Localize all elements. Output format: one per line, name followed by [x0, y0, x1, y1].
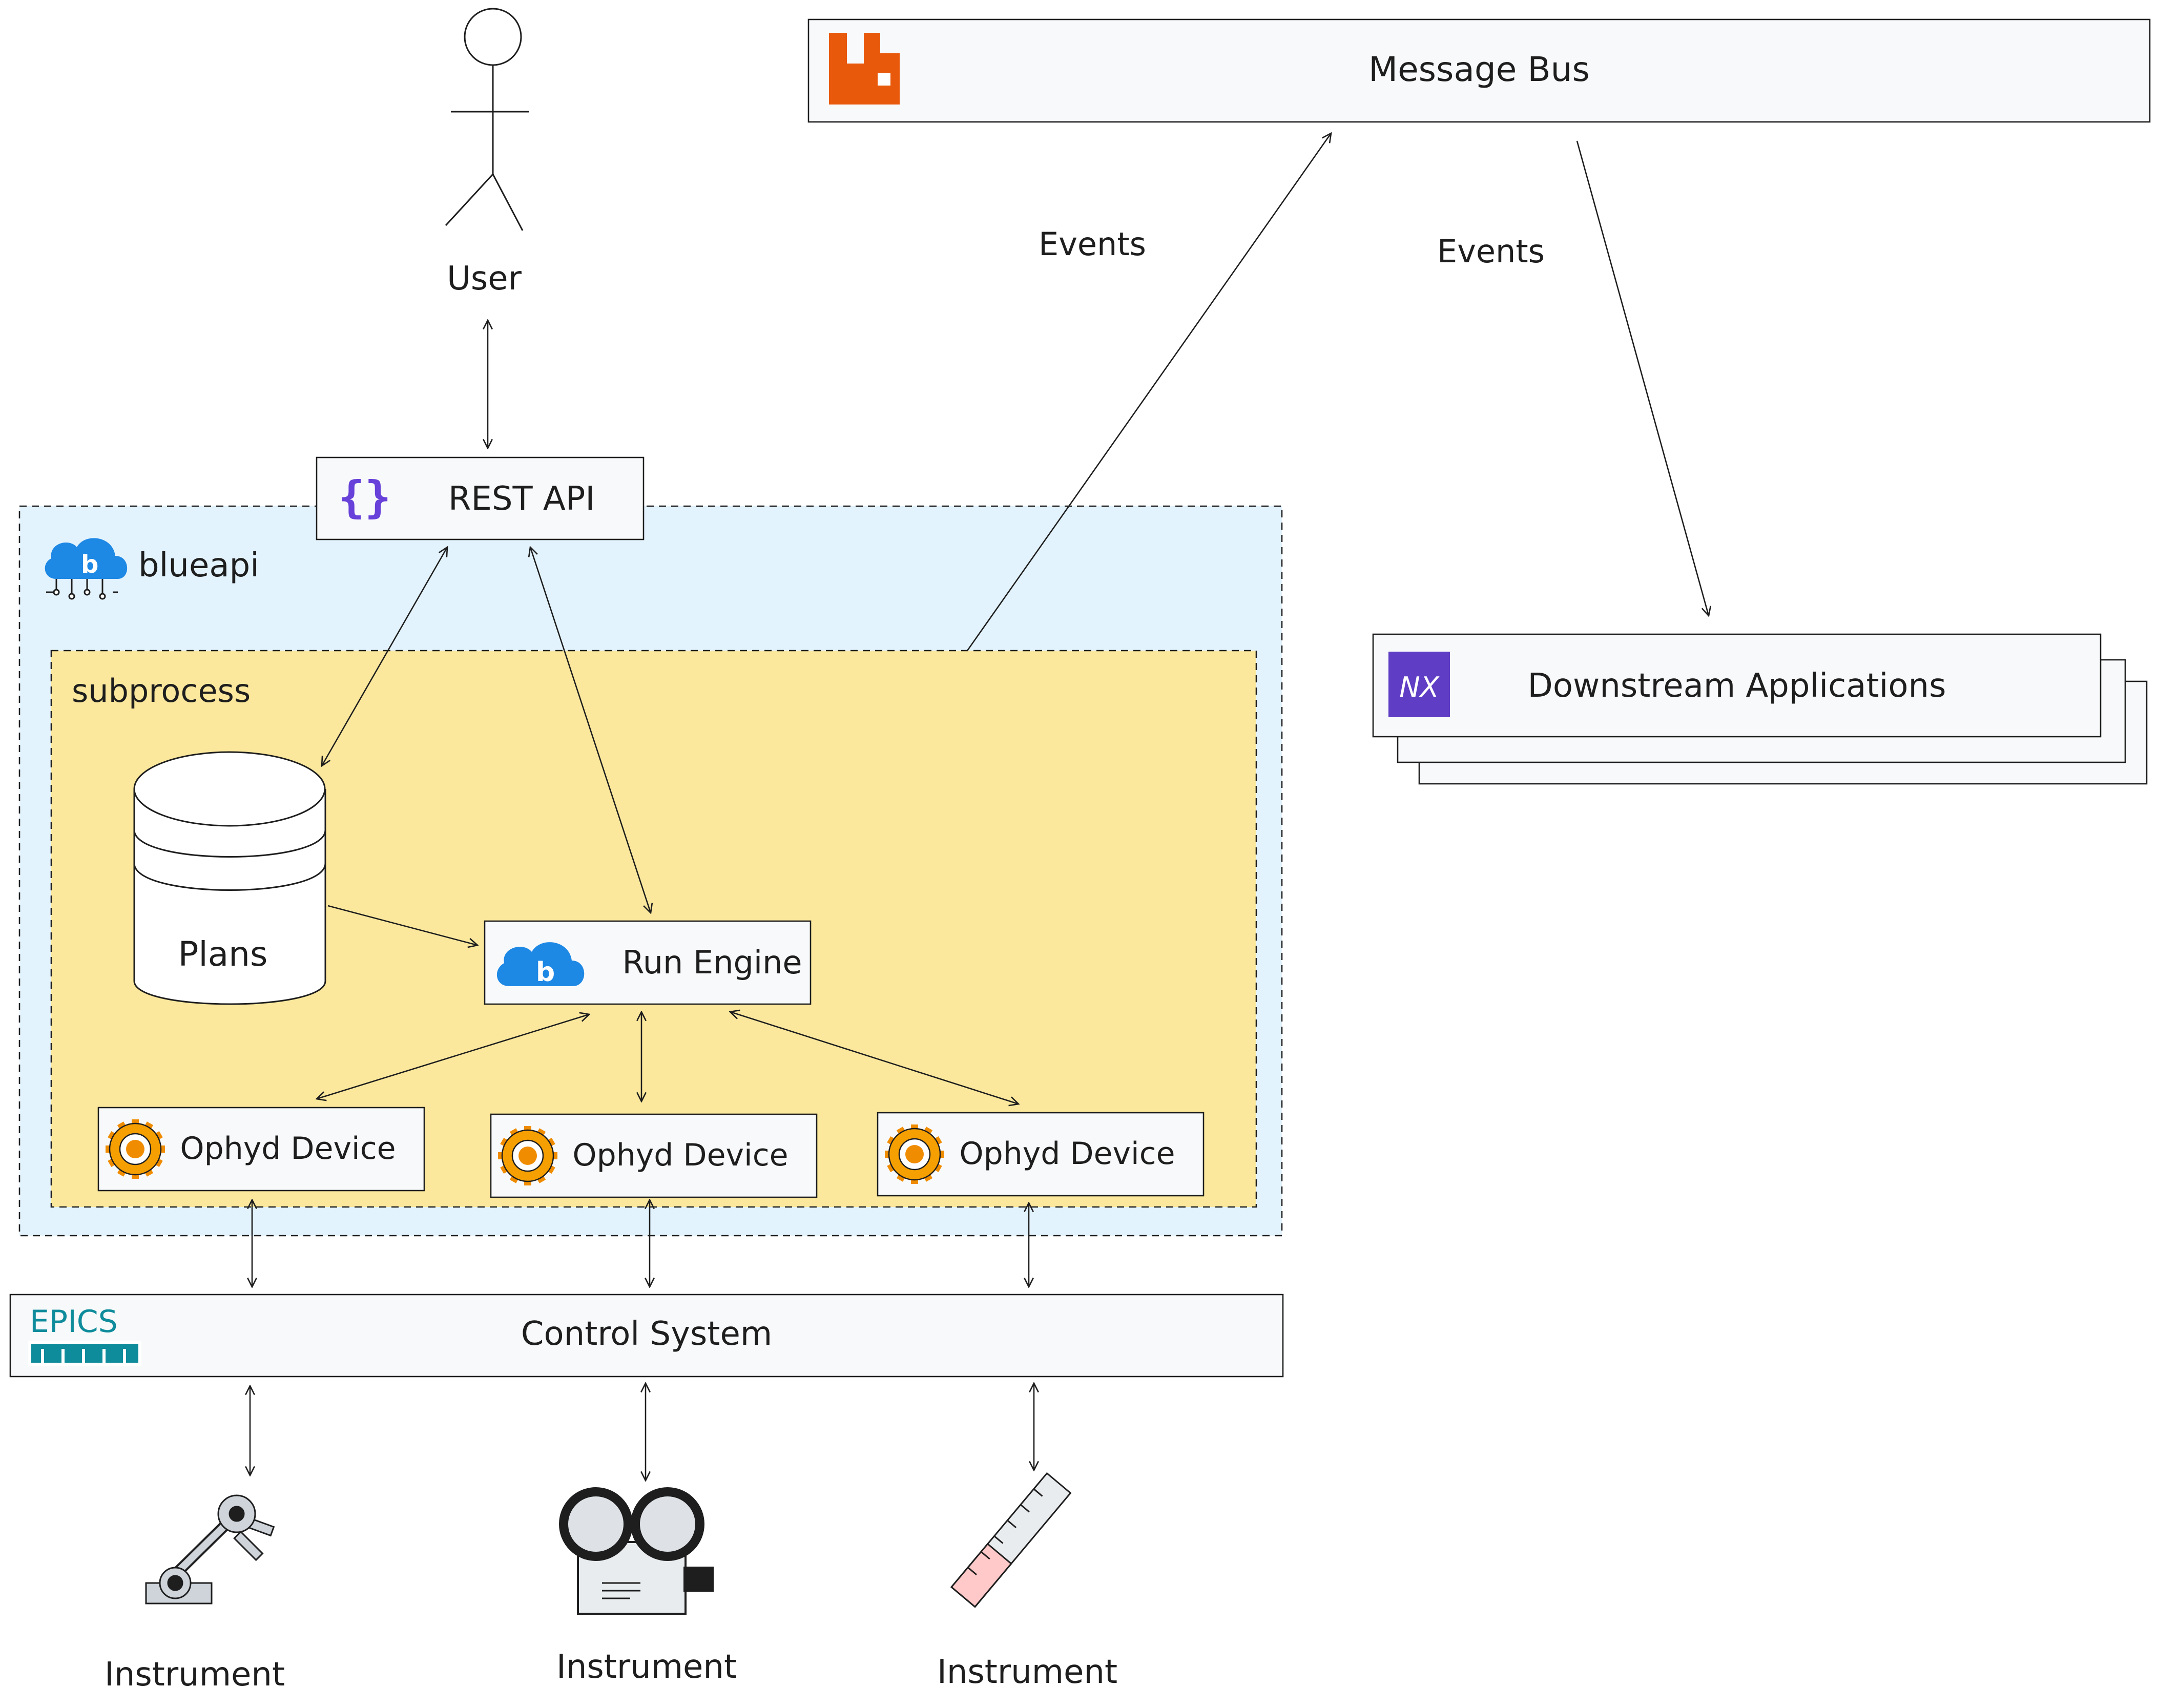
rest-api-box: {} REST API: [316, 456, 645, 540]
ophyd-gear-icon: [498, 1126, 557, 1185]
ophyd-device-label: Ophyd Device: [180, 1131, 396, 1167]
message-bus-box: Message Bus: [807, 18, 2151, 123]
blueapi-cloud-icon: b: [45, 538, 128, 600]
edges: [250, 133, 1709, 1481]
run-engine-label: Run Engine: [622, 944, 802, 981]
plans-label: Plans: [178, 934, 268, 974]
message-bus-label: Message Bus: [1368, 50, 1590, 89]
edge-plans-runengine: [327, 905, 478, 945]
rabbitmq-icon: [829, 33, 900, 105]
rest-api-label: REST API: [448, 480, 595, 518]
openapi-braces-icon: {}: [338, 472, 391, 523]
edge-subprocess-messagebus: [966, 133, 1331, 651]
instrument-label-2: Instrument: [556, 1648, 737, 1686]
svg-text:NX: NX: [1399, 671, 1439, 703]
subprocess-label: subprocess: [72, 672, 251, 710]
run-engine-box: b Run Engine: [484, 920, 812, 1005]
edge-messagebus-downstream: [1576, 140, 1709, 616]
downstream-label: Downstream Applications: [1528, 667, 1946, 705]
instrument-label-1: Instrument: [105, 1656, 285, 1694]
ophyd-device-label: Ophyd Device: [959, 1136, 1175, 1172]
events-down-label: Events: [1437, 233, 1545, 270]
ophyd-gear-icon: [106, 1119, 165, 1179]
ophyd-device-box: Ophyd Device: [877, 1112, 1205, 1197]
events-up-label: Events: [1039, 225, 1146, 263]
thermometer-icon: [950, 1472, 1072, 1608]
epics-logo-text: EPICS: [30, 1304, 118, 1340]
robot-arm-icon: [145, 1494, 275, 1605]
control-system-label: Control System: [521, 1315, 772, 1353]
svg-text:b: b: [536, 957, 555, 988]
ophyd-gear-icon: [885, 1124, 944, 1184]
edge-restapi-plans: [322, 547, 447, 766]
user-figure: [445, 8, 529, 231]
svg-text:b: b: [81, 550, 98, 579]
downstream-applications-stack: NX Downstream Applications: [1372, 633, 2148, 785]
ophyd-devices: Ophyd Device Ophyd Device Ophyd Device: [97, 1107, 1205, 1198]
cloud-b-icon: b: [496, 942, 585, 988]
epics-logo: EPICS: [28, 1304, 141, 1366]
blueapi-label: blueapi: [138, 547, 259, 585]
instrument-label-3: Instrument: [937, 1653, 1117, 1691]
control-system-box: EPICS Control System: [9, 1294, 1284, 1378]
camera-icon: [559, 1487, 714, 1615]
ophyd-device-label: Ophyd Device: [572, 1137, 788, 1173]
ophyd-device-box: Ophyd Device: [490, 1113, 818, 1198]
user-head-icon: [464, 8, 522, 66]
edge-restapi-runengine: [530, 547, 651, 913]
nx-icon: NX: [1388, 652, 1450, 717]
plans-database: Plans: [133, 751, 326, 1005]
ophyd-device-box: Ophyd Device: [97, 1107, 425, 1192]
edge-runengine-ophyd1: [317, 1014, 589, 1099]
user-label: User: [447, 260, 522, 298]
edge-runengine-ophyd3: [730, 1012, 1019, 1104]
